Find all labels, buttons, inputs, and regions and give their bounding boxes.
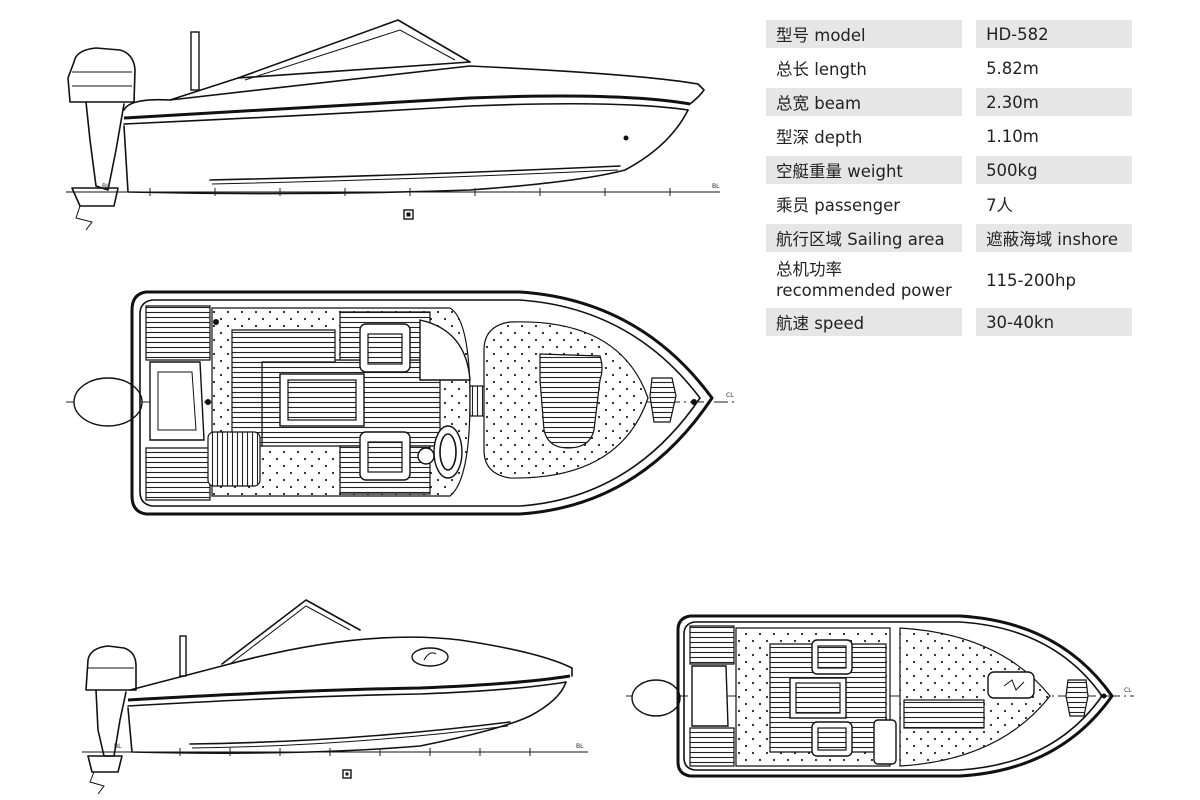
spec-gap xyxy=(962,122,977,150)
plan-view-secondary: CL xyxy=(626,614,1134,778)
baseline-mark-fwd-2: BL xyxy=(576,743,584,750)
centerline-mark-secondary: CL xyxy=(1124,687,1132,694)
spec-label: 航速 speed xyxy=(766,308,963,336)
spec-label: 空艇重量 weight xyxy=(766,156,963,184)
side-profile-secondary: BL BL xyxy=(82,599,588,795)
spec-label: 总长 length xyxy=(776,60,867,79)
spec-label: 总宽 beam xyxy=(766,88,963,116)
spec-value: 遮蔽海域 inshore xyxy=(976,224,1132,252)
baseline-mark-aft: BL xyxy=(102,183,110,190)
spec-row: 乘员 passenger 7人 xyxy=(766,190,1132,218)
spec-row: 航速 speed 30-40kn xyxy=(766,308,1132,336)
spec-value: 30-40kn xyxy=(976,308,1132,336)
baseline-mark-fwd: BL xyxy=(712,183,720,190)
outboard-motor-main xyxy=(67,47,136,231)
spec-row: 总宽 beam 2.30m xyxy=(766,88,1132,116)
spec-label: 型号 model xyxy=(766,20,963,48)
spec-value: 115-200hp xyxy=(986,270,1076,290)
plan-view-main: CL CL xyxy=(66,290,738,516)
baseline-ticks-secondary xyxy=(179,748,531,756)
spec-table: 型号 model HD-582 总长 length 5.82m 总宽 beam 2.30m… xyxy=(766,14,1132,342)
baseline-ticks-main xyxy=(149,188,671,196)
spec-gap xyxy=(962,308,977,336)
spec-value: 5.82m xyxy=(986,58,1039,78)
outboard-motor-secondary xyxy=(85,645,137,795)
spec-label: 乘员 passenger xyxy=(776,196,901,215)
spec-row: 航行区域 Sailing area 遮蔽海域 inshore xyxy=(766,224,1132,252)
centerline-mark-fwd: CL xyxy=(726,392,734,399)
spec-value: HD-582 xyxy=(976,20,1132,48)
spec-gap xyxy=(962,258,977,302)
spec-row: 型号 model HD-582 xyxy=(766,20,1132,48)
spec-value: 2.30m xyxy=(976,88,1132,116)
spec-gap xyxy=(962,156,977,184)
spec-table-body: 型号 model HD-582 总长 length 5.82m 总宽 beam 2.30m… xyxy=(766,20,1132,336)
spec-value: 7人 xyxy=(986,196,1014,215)
spec-gap xyxy=(962,190,977,218)
spec-gap xyxy=(962,20,977,48)
spec-gap xyxy=(962,54,977,82)
spec-value: 500kg xyxy=(976,156,1132,184)
baseline-mark-aft-2: BL xyxy=(114,743,122,750)
spec-row: 总长 length 5.82m xyxy=(766,54,1132,82)
spec-gap xyxy=(962,224,977,252)
spec-gap xyxy=(962,88,977,116)
spec-row: 总机功率 recommended power 115-200hp xyxy=(766,258,1132,302)
spec-label: 型深 depth xyxy=(776,128,863,147)
side-profile-main: BL BL xyxy=(66,19,720,231)
spec-label: 总机功率 recommended power xyxy=(776,260,952,300)
spec-row: 型深 depth 1.10m xyxy=(766,122,1132,150)
spec-row: 空艇重量 weight 500kg xyxy=(766,156,1132,184)
spec-label: 航行区域 Sailing area xyxy=(766,224,963,252)
spec-value: 1.10m xyxy=(986,126,1039,146)
